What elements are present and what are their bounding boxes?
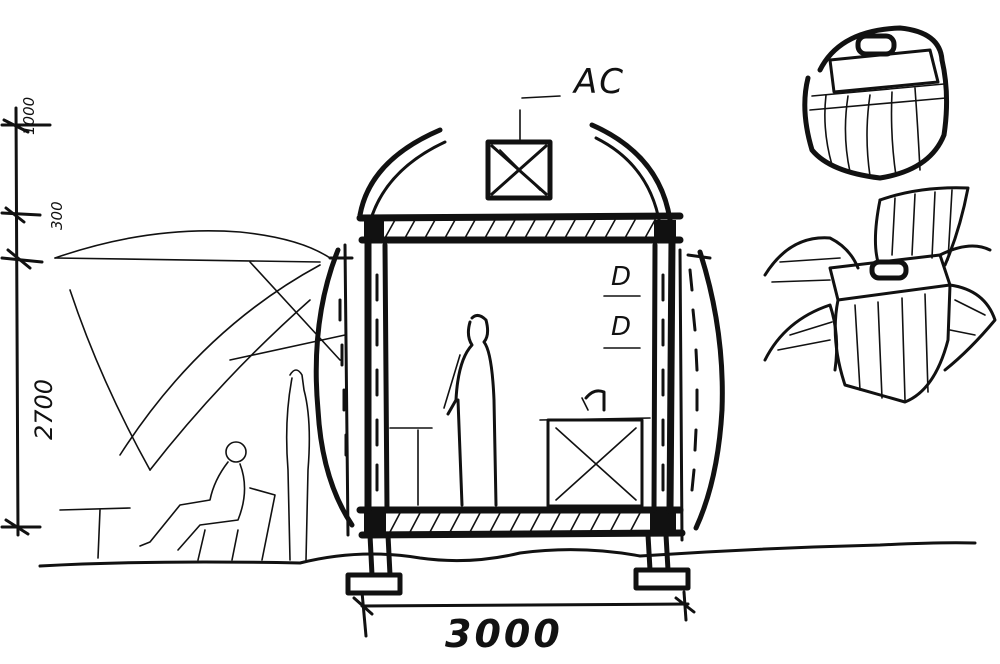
floor-slab	[356, 506, 686, 539]
canopy-sketch	[54, 230, 346, 559]
ac-unit	[485, 95, 561, 201]
d-marks	[603, 295, 641, 349]
dimension-2700-label: 2700	[30, 378, 58, 440]
dimension-300-label: 300	[48, 201, 66, 230]
kitchen-counter	[539, 389, 651, 508]
walls	[338, 236, 699, 514]
horizontal-dimension	[352, 590, 696, 638]
seated-person-figure	[139, 441, 276, 561]
d-label-lower: D	[611, 312, 632, 342]
interior-table	[389, 427, 433, 506]
ground-line	[38, 541, 977, 568]
left-shell	[313, 127, 447, 537]
dimension-1000-label: 1000	[20, 96, 38, 135]
ac-label: AC	[574, 62, 625, 102]
footings	[345, 532, 691, 596]
roof-slab	[356, 212, 684, 244]
standing-person-outside	[285, 369, 311, 561]
dimension-3000-label: 3000	[445, 612, 563, 656]
open-pod-sketch	[763, 186, 997, 404]
right-shell	[589, 122, 725, 542]
standing-person-inside	[443, 313, 498, 507]
vertical-dimension	[0, 106, 52, 537]
d-label-upper: D	[611, 262, 632, 292]
closed-pod-sketch	[802, 25, 950, 181]
